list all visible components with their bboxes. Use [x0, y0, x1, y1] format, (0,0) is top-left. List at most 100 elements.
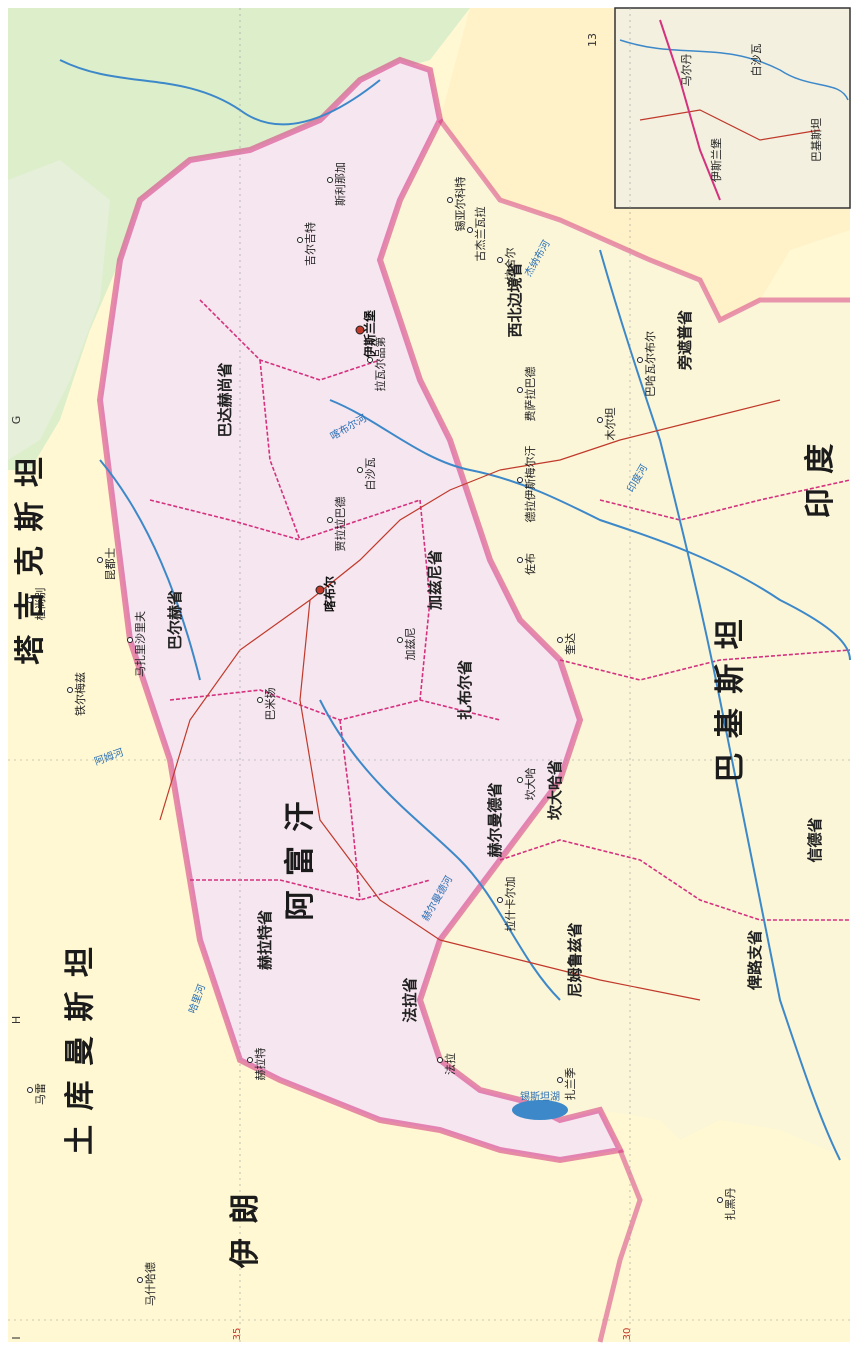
city-label-mary: 马雷 — [34, 1083, 47, 1105]
city-marker-lahore — [497, 257, 503, 263]
city-marker-farah_city — [437, 1057, 443, 1063]
country-label-pakistan: 巴 基 斯 坦 — [713, 617, 748, 782]
city-label-srinagar: 斯利那加 — [334, 162, 347, 206]
city-marker-rawalpindi — [367, 357, 373, 363]
inset-label-inset_d: 伊斯兰堡 — [709, 138, 723, 182]
city-label-zahedan: 扎黑丹 — [723, 1188, 737, 1221]
country-label-afghanistan: 阿 富 汗 — [283, 800, 318, 921]
city-marker-quetta — [557, 637, 563, 643]
latitude-label-35: 35 — [232, 1328, 243, 1341]
city-marker-ghazni_city — [397, 637, 403, 643]
city-label-multan: 木尔坦 — [603, 408, 617, 441]
inset-label-inset_c: 白沙瓦 — [749, 44, 763, 77]
province-label-kandahar: 坎大哈省 — [546, 760, 564, 820]
city-marker-jalalabad — [327, 517, 333, 523]
region-highland — [8, 160, 110, 460]
city-label-quetta: 奎达 — [563, 633, 577, 655]
city-label-kandahar_city: 坎大哈 — [523, 768, 537, 801]
city-marker-kandahar_city — [517, 777, 523, 783]
city-marker-srinagar — [327, 177, 333, 183]
city-label-mazar: 马扎里沙里夫 — [133, 611, 147, 677]
city-marker-termez — [67, 687, 73, 693]
hamun-lake — [512, 1100, 568, 1120]
rivers — [59, 59, 851, 1161]
city-label-lahore: 拉合尔 — [503, 248, 517, 281]
grid-row-label-H: H — [10, 1016, 23, 1024]
city-marker-bahawalpur — [637, 357, 643, 363]
water-label-hamun: 锡斯坦湖 — [520, 1090, 560, 1103]
city-label-kunduz: 昆都士 — [104, 548, 117, 581]
province-label-balkh: 巴尔赫省 — [166, 590, 184, 650]
city-label-jalalabad: 贾拉拉巴德 — [333, 497, 347, 552]
graticule — [8, 8, 850, 1342]
province-label-nimruz: 尼姆鲁兹省 — [566, 922, 584, 997]
province-label-herat: 赫拉特省 — [256, 910, 274, 970]
country-label-tajikistan: 塔 吉 克 斯 坦 — [13, 455, 48, 665]
inset-content — [619, 19, 849, 201]
province-label-baluchistan: 俾路支省 — [746, 930, 764, 991]
inset-label-inset_a: 巴基斯坦 — [809, 118, 823, 162]
inset-map — [614, 7, 851, 209]
city-marker-islamabad — [355, 325, 365, 335]
country-label-turkmenistan: 土 库 曼 斯 坦 — [63, 945, 98, 1155]
city-marker-gilgit — [297, 237, 303, 243]
city-marker-zhob — [517, 557, 523, 563]
province-label-ghazni: 加兹尼省 — [426, 550, 444, 611]
province-label-badakhshan: 巴达赫尚省 — [216, 362, 234, 437]
city-label-zhob: 佐布 — [523, 553, 537, 575]
region-north-countries — [8, 8, 470, 470]
city-label-bahawalpur: 巴哈瓦尔布尔 — [644, 331, 657, 397]
afghanistan-border — [96, 56, 625, 1164]
city-marker-herat_city — [247, 1057, 253, 1063]
city-marker-zaranj — [557, 1077, 563, 1083]
roads — [159, 399, 781, 1001]
city-marker-sialkot — [447, 197, 453, 203]
city-marker-mary — [27, 1087, 33, 1093]
pakistan-china-border — [438, 118, 850, 324]
city-label-sialkot: 锡亚尔科特 — [453, 177, 467, 232]
city-label-dushanbe: 杜尚别 — [33, 588, 47, 621]
province-label-farah: 法拉省 — [401, 977, 419, 1022]
region-iran — [8, 330, 640, 1342]
city-marker-mashhad — [137, 1277, 143, 1283]
city-marker-multan — [597, 417, 603, 423]
province-label-zabul: 扎布尔省 — [456, 660, 474, 720]
city-label-mashhad: 马什哈德 — [143, 1262, 157, 1306]
city-marker-lashkar — [497, 897, 503, 903]
province-label-sindh: 信德省 — [806, 817, 824, 862]
province-label-punjab: 旁遮普省 — [676, 310, 694, 371]
country-label-india: 印 度 — [803, 442, 838, 518]
city-marker-kunduz — [97, 557, 103, 563]
city-label-faisalabad: 费萨拉巴德 — [523, 367, 537, 422]
city-label-kabul: 喀布尔 — [322, 576, 337, 612]
latitude-label-30: 30 — [622, 1328, 633, 1341]
city-marker-faisalabad — [517, 387, 523, 393]
city-label-gujranwala: 古杰兰瓦拉 — [473, 207, 487, 262]
city-marker-kabul — [315, 585, 325, 595]
city-marker-zahedan — [717, 1197, 723, 1203]
city-label-termez: 铁尔梅兹 — [73, 672, 87, 716]
country-label-iran: 伊 朗 — [228, 1192, 263, 1269]
city-label-herat_city: 赫拉特 — [253, 1048, 267, 1081]
pakistan-iran-border — [597, 1149, 643, 1343]
city-marker-dera_ismail — [517, 477, 523, 483]
inset-label-inset_b: 马尔丹 — [680, 54, 693, 87]
city-marker-mazar — [127, 637, 133, 643]
city-marker-gujranwala — [467, 227, 473, 233]
region-afghanistan — [100, 60, 620, 1160]
city-label-bamiyan: 巴米扬 — [263, 688, 277, 721]
grid-row-label-I: I — [10, 1336, 23, 1339]
city-label-ghazni_city: 加兹尼 — [404, 628, 417, 661]
city-marker-peshawar — [357, 467, 363, 473]
edge-number-label-13: 13 — [586, 33, 599, 47]
city-marker-bamiyan — [257, 697, 263, 703]
province-borders — [149, 299, 851, 921]
grid-row-label-G: G — [10, 416, 23, 425]
city-label-islamabad: 伊斯兰堡 — [362, 310, 377, 359]
city-label-gilgit: 吉尔吉特 — [303, 222, 317, 266]
city-label-rawalpindi: 拉瓦尔品第 — [373, 337, 387, 392]
city-label-zaranj: 扎兰季 — [563, 1068, 577, 1101]
city-label-dera_ismail: 德拉伊斯梅尔汗 — [523, 446, 537, 523]
province-label-nwfp: 西北边境省 — [506, 262, 524, 337]
